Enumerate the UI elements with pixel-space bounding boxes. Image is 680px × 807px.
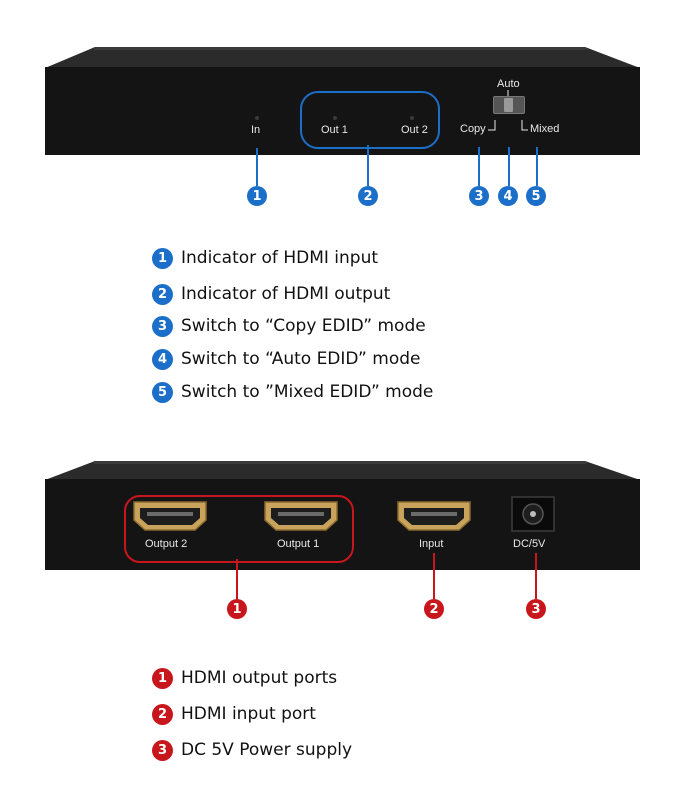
callout-rear-3: 3 [526, 599, 546, 619]
callout-front-2: 2 [358, 186, 378, 206]
auto-label: Auto [497, 78, 520, 90]
legend-text: Switch to “Auto EDID” mode [181, 349, 421, 369]
callout-line-front-4 [508, 147, 510, 186]
legend-text: HDMI output ports [181, 668, 338, 688]
switch-markings [488, 90, 528, 131]
callout-front-4: 4 [498, 186, 518, 206]
switch-knob [504, 98, 513, 112]
rear-device-top [45, 461, 640, 480]
out1-led [333, 116, 337, 120]
out2-label: Out 2 [401, 124, 428, 136]
rear-legend-item-2: 2 HDMI input port [152, 703, 316, 725]
legend-text: DC 5V Power supply [181, 740, 353, 760]
front-legend-item-5: 5 Switch to ”Mixed EDID” mode [152, 381, 433, 403]
callout-front-3: 3 [469, 186, 489, 206]
callout-front-5: 5 [526, 186, 546, 206]
out1-label: Out 1 [321, 124, 348, 136]
legend-badge: 2 [152, 703, 173, 725]
legend-badge: 5 [152, 381, 173, 403]
hdmi-input-port[interactable] [395, 499, 473, 533]
callout-rear-1: 1 [227, 599, 247, 619]
legend-badge: 1 [152, 247, 173, 269]
input-label: Input [419, 538, 444, 550]
legend-badge: 2 [152, 283, 173, 305]
callout-line-rear-3 [535, 553, 537, 599]
legend-text: Indicator of HDMI output [181, 284, 391, 304]
legend-text: Switch to ”Mixed EDID” mode [181, 382, 434, 402]
front-legend-item-4: 4 Switch to “Auto EDID” mode [152, 348, 420, 370]
legend-badge: 1 [152, 667, 173, 689]
legend-badge: 3 [152, 315, 173, 337]
rear-legend-item-1: 1 HDMI output ports [152, 667, 337, 689]
edid-mode-switch[interactable] [493, 96, 525, 114]
callout-line-rear-1 [236, 559, 238, 599]
output-2-label: Output 2 [145, 538, 188, 550]
mixed-label: Mixed [530, 123, 560, 135]
legend-text: Switch to “Copy EDID” mode [181, 316, 426, 336]
legend-badge: 3 [152, 739, 173, 761]
front-legend-item-3: 3 Switch to “Copy EDID” mode [152, 315, 426, 337]
front-device-top [45, 47, 640, 68]
callout-line-rear-2 [433, 553, 435, 599]
front-legend-item-1: 1 Indicator of HDMI input [152, 247, 378, 269]
output-ports-group-outline [124, 495, 354, 563]
rear-legend-item-3: 3 DC 5V Power supply [152, 739, 352, 761]
hdmi-output-2-port[interactable] [131, 499, 209, 533]
callout-line-front-3 [478, 147, 480, 186]
output-1-label: Output 1 [277, 538, 320, 550]
out2-led [410, 116, 414, 120]
legend-text: HDMI input port [181, 704, 316, 724]
in-label: In [251, 124, 261, 136]
callout-line-front-2 [367, 145, 369, 186]
hdmi-output-1-port[interactable] [262, 499, 340, 533]
callout-rear-2: 2 [424, 599, 444, 619]
copy-label: Copy [460, 123, 486, 135]
front-legend-item-2: 2 Indicator of HDMI output [152, 283, 390, 305]
dc-power-jack[interactable] [510, 495, 556, 533]
callout-line-front-1 [256, 148, 258, 186]
in-led [255, 116, 259, 120]
legend-text: Indicator of HDMI input [181, 248, 379, 268]
legend-badge: 4 [152, 348, 173, 370]
output-indicator-group-outline [300, 91, 440, 149]
dc-label: DC/5V [513, 538, 546, 550]
callout-line-front-5 [536, 147, 538, 186]
callout-front-1: 1 [247, 186, 267, 206]
front-panel [45, 67, 640, 155]
